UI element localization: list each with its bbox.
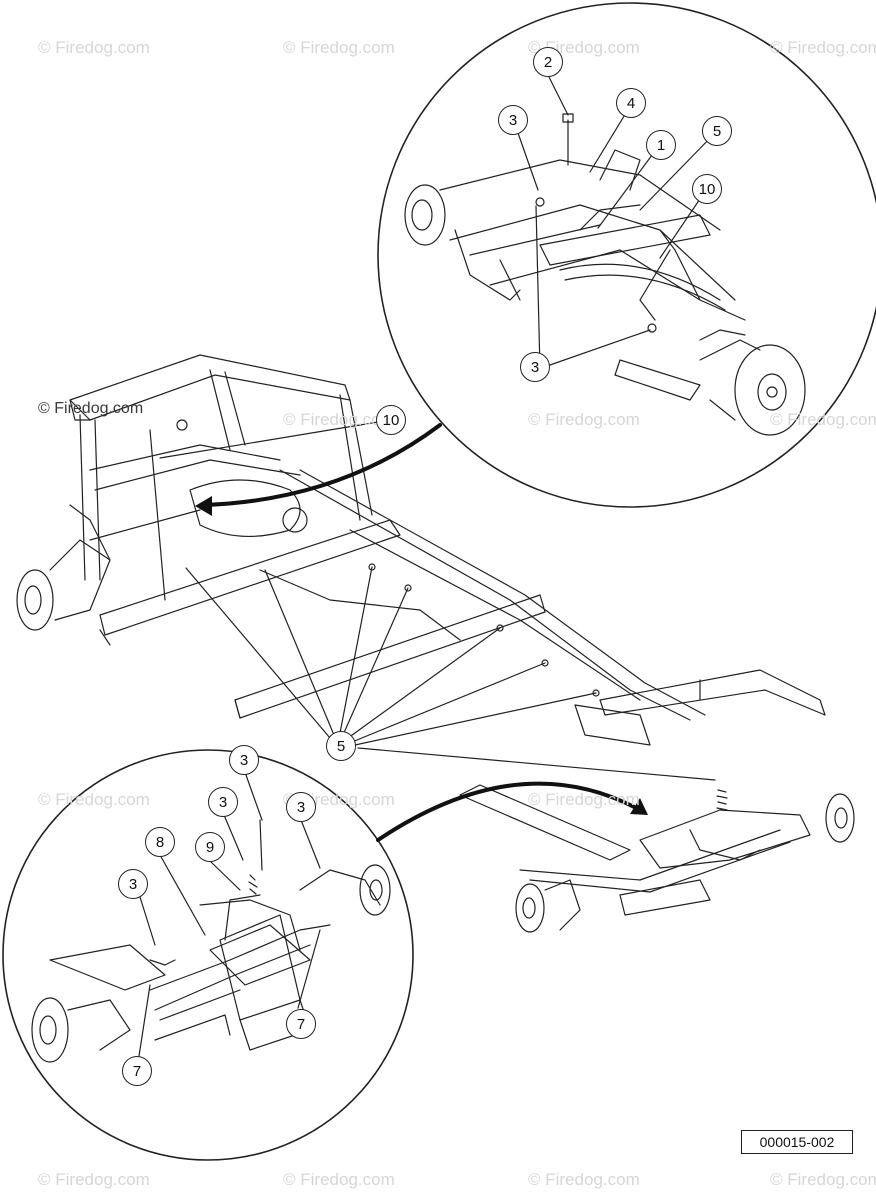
watermark: © Firedog.com — [38, 1170, 150, 1189]
watermark: © Firedog.com — [38, 790, 150, 809]
bottom-detail-circle — [2, 749, 414, 1161]
watermark: © Firedog.com — [770, 1170, 876, 1189]
watermark: © Firedog.com — [770, 410, 876, 429]
watermark: © Firedog.com — [38, 38, 150, 57]
callout-label: 3 — [118, 869, 148, 899]
main-frame-assembly — [16, 354, 855, 933]
watermark: © Firedog.com — [528, 790, 640, 809]
callout-label: 4 — [616, 88, 646, 118]
watermark: © Firedog.com — [283, 1170, 395, 1189]
part-number-label: 000015-002 — [741, 1130, 853, 1154]
callout-label: 10 — [692, 174, 722, 204]
callout-label: 10 — [376, 405, 406, 435]
callout-label: 3 — [286, 792, 316, 822]
watermark: © Firedog.com — [283, 38, 395, 57]
callout-label: 8 — [145, 827, 175, 857]
watermark-dark: © Firedog.com — [38, 400, 144, 417]
callout-label: 3 — [229, 745, 259, 775]
callout-label: 7 — [286, 1009, 316, 1039]
callout-label: 3 — [520, 352, 550, 382]
callout-label: 7 — [122, 1056, 152, 1086]
callout-label: 3 — [208, 787, 238, 817]
watermark: © Firedog.com — [770, 38, 876, 57]
watermark: © Firedog.com — [283, 410, 395, 429]
callout-label: 2 — [533, 47, 563, 77]
watermark: © Firedog.com — [528, 410, 640, 429]
top-detail-circle — [377, 2, 876, 508]
callout-label: 1 — [646, 130, 676, 160]
callout-label: 3 — [498, 105, 528, 135]
callout-label: 5 — [702, 116, 732, 146]
callout-label: 5 — [326, 731, 356, 761]
top-detail-assembly — [404, 113, 806, 436]
callout-label: 9 — [195, 832, 225, 862]
watermark: © Firedog.com — [528, 1170, 640, 1189]
